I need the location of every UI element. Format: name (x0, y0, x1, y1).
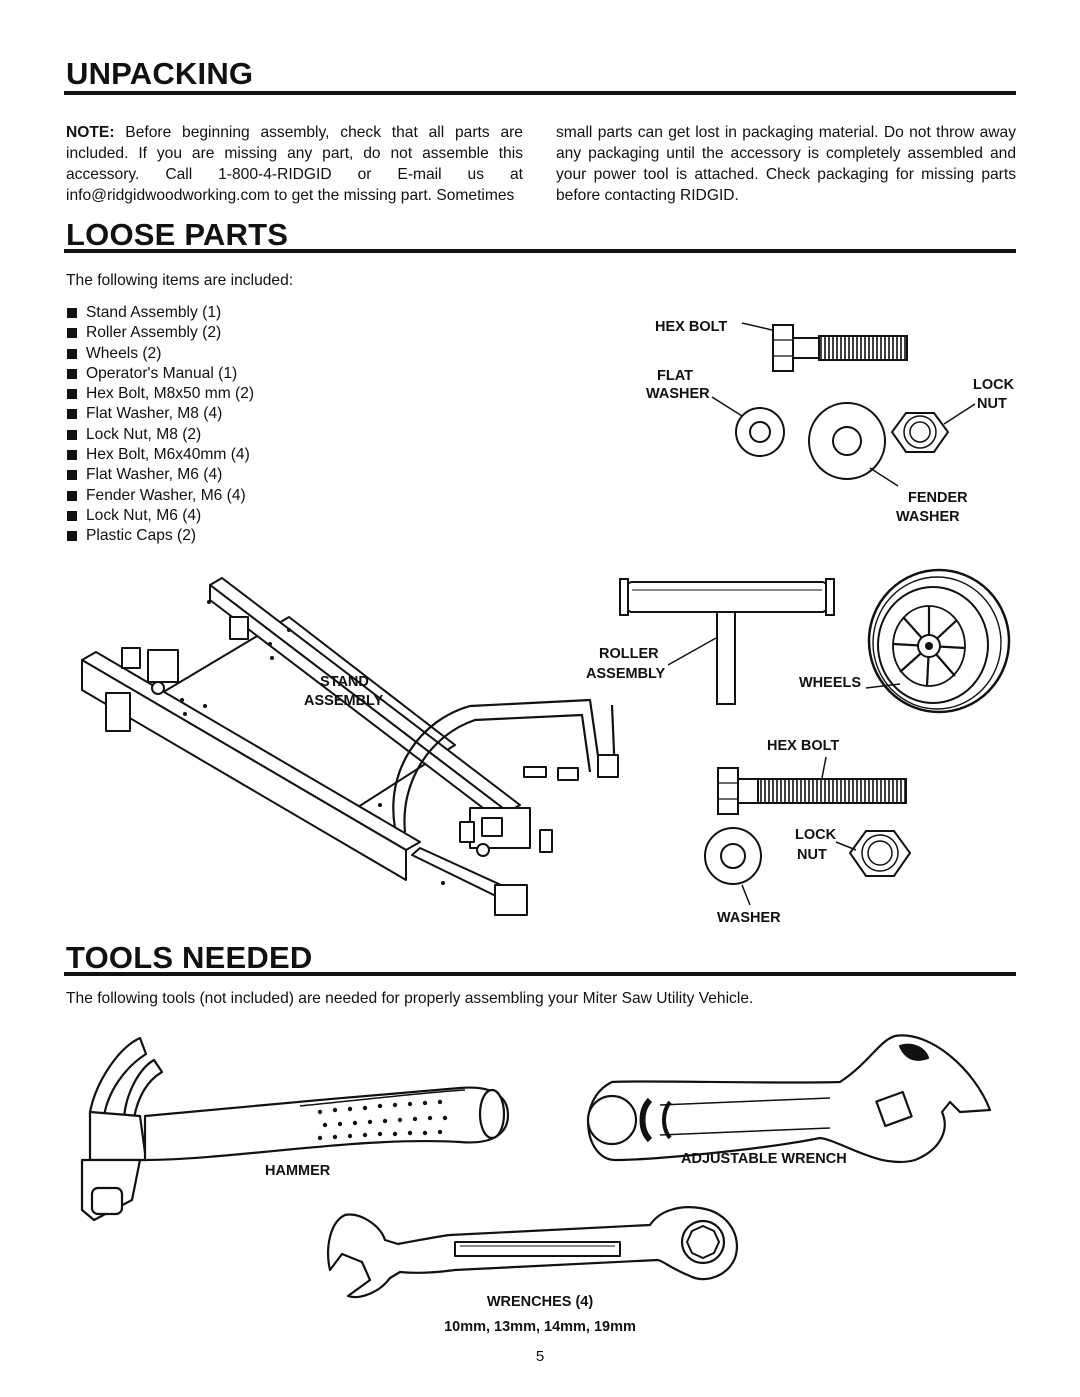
label-wheels: WHEELS (799, 675, 862, 691)
parts-list-item: Plastic Caps (2) (66, 526, 254, 546)
loose-parts-rule (64, 249, 1016, 253)
note-label: NOTE: (66, 124, 115, 141)
parts-list-item: Roller Assembly (2) (66, 323, 254, 343)
label-roller-assembly: ASSEMBLY (586, 666, 666, 682)
parts-list-item: Flat Washer, M6 (4) (66, 465, 254, 485)
parts-list-item: Stand Assembly (1) (66, 303, 254, 323)
parts-list-item: Lock Nut, M6 (4) (66, 506, 254, 526)
label-lock-top: LOCK (973, 377, 1015, 393)
wheel-illustration (865, 568, 1011, 714)
label-fender-washer: WASHER (896, 509, 960, 525)
flat-washer-illustration (711, 396, 785, 457)
tools-needed-rule (64, 972, 1016, 976)
tools-needed-heading: TOOLS NEEDED (66, 940, 313, 975)
label-adjustable-wrench: ADJUSTABLE WRENCH (681, 1151, 847, 1167)
roller-assembly-illustration (619, 578, 835, 705)
note-left-text: Before beginning assembly, check that al… (66, 124, 523, 204)
page-number: 5 (535, 1348, 545, 1365)
combination-wrench-illustration (327, 1206, 738, 1299)
parts-list-item: Hex Bolt, M6x40mm (4) (66, 445, 254, 465)
tools-needed-intro: The following tools (not included) are n… (66, 990, 754, 1007)
parts-list-item: Hex Bolt, M8x50 mm (2) (66, 384, 254, 404)
label-washer-bottom: WASHER (717, 910, 781, 926)
label-washer: WASHER (646, 386, 710, 402)
washer-bottom-illustration (704, 827, 762, 906)
unpacking-note-left: NOTE: Before beginning assembly, check t… (66, 122, 523, 206)
parts-list-item: Lock Nut, M8 (2) (66, 425, 254, 445)
label-nut-top: NUT (977, 396, 1007, 412)
loose-parts-list: Stand Assembly (1) Roller Assembly (2) W… (66, 303, 254, 547)
lock-nut-bottom-illustration (835, 830, 912, 877)
hex-bolt-top-illustration (741, 322, 908, 372)
label-stand-assembly: ASSEMBLY (304, 693, 384, 709)
label-nut-bottom: NUT (797, 847, 827, 863)
hex-bolt-bottom-illustration (717, 756, 907, 815)
adjustable-wrench-illustration (586, 1034, 992, 1163)
label-wrench-sizes: 10mm, 13mm, 14mm, 19mm (444, 1319, 636, 1335)
unpacking-heading: UNPACKING (66, 56, 254, 91)
loose-parts-intro: The following items are included: (66, 272, 294, 289)
fender-washer-illustration (808, 402, 899, 487)
parts-list-item: Operator's Manual (1) (66, 364, 254, 384)
label-stand: STAND (320, 674, 369, 690)
unpacking-note-right: small parts can get lost in packaging ma… (556, 124, 1016, 204)
label-roller: ROLLER (599, 646, 659, 662)
label-wrenches: WRENCHES (4) (486, 1294, 594, 1310)
label-lock-bottom: LOCK (795, 827, 837, 843)
label-hex-bolt-top: HEX BOLT (655, 319, 728, 335)
label-flat: FLAT (657, 368, 693, 384)
lock-nut-top-illustration (890, 403, 976, 453)
unpacking-rule (64, 91, 1016, 95)
label-fender: FENDER (908, 490, 968, 506)
parts-list-item: Flat Washer, M8 (4) (66, 404, 254, 424)
loose-parts-heading: LOOSE PARTS (66, 217, 289, 252)
label-hex-bolt-bottom: HEX BOLT (767, 738, 840, 754)
hammer-illustration (80, 1036, 510, 1222)
parts-list-item: Fender Washer, M6 (4) (66, 486, 254, 506)
label-hammer: HAMMER (265, 1163, 331, 1179)
parts-list-item: Wheels (2) (66, 344, 254, 364)
stand-assembly-illustration (81, 577, 619, 916)
